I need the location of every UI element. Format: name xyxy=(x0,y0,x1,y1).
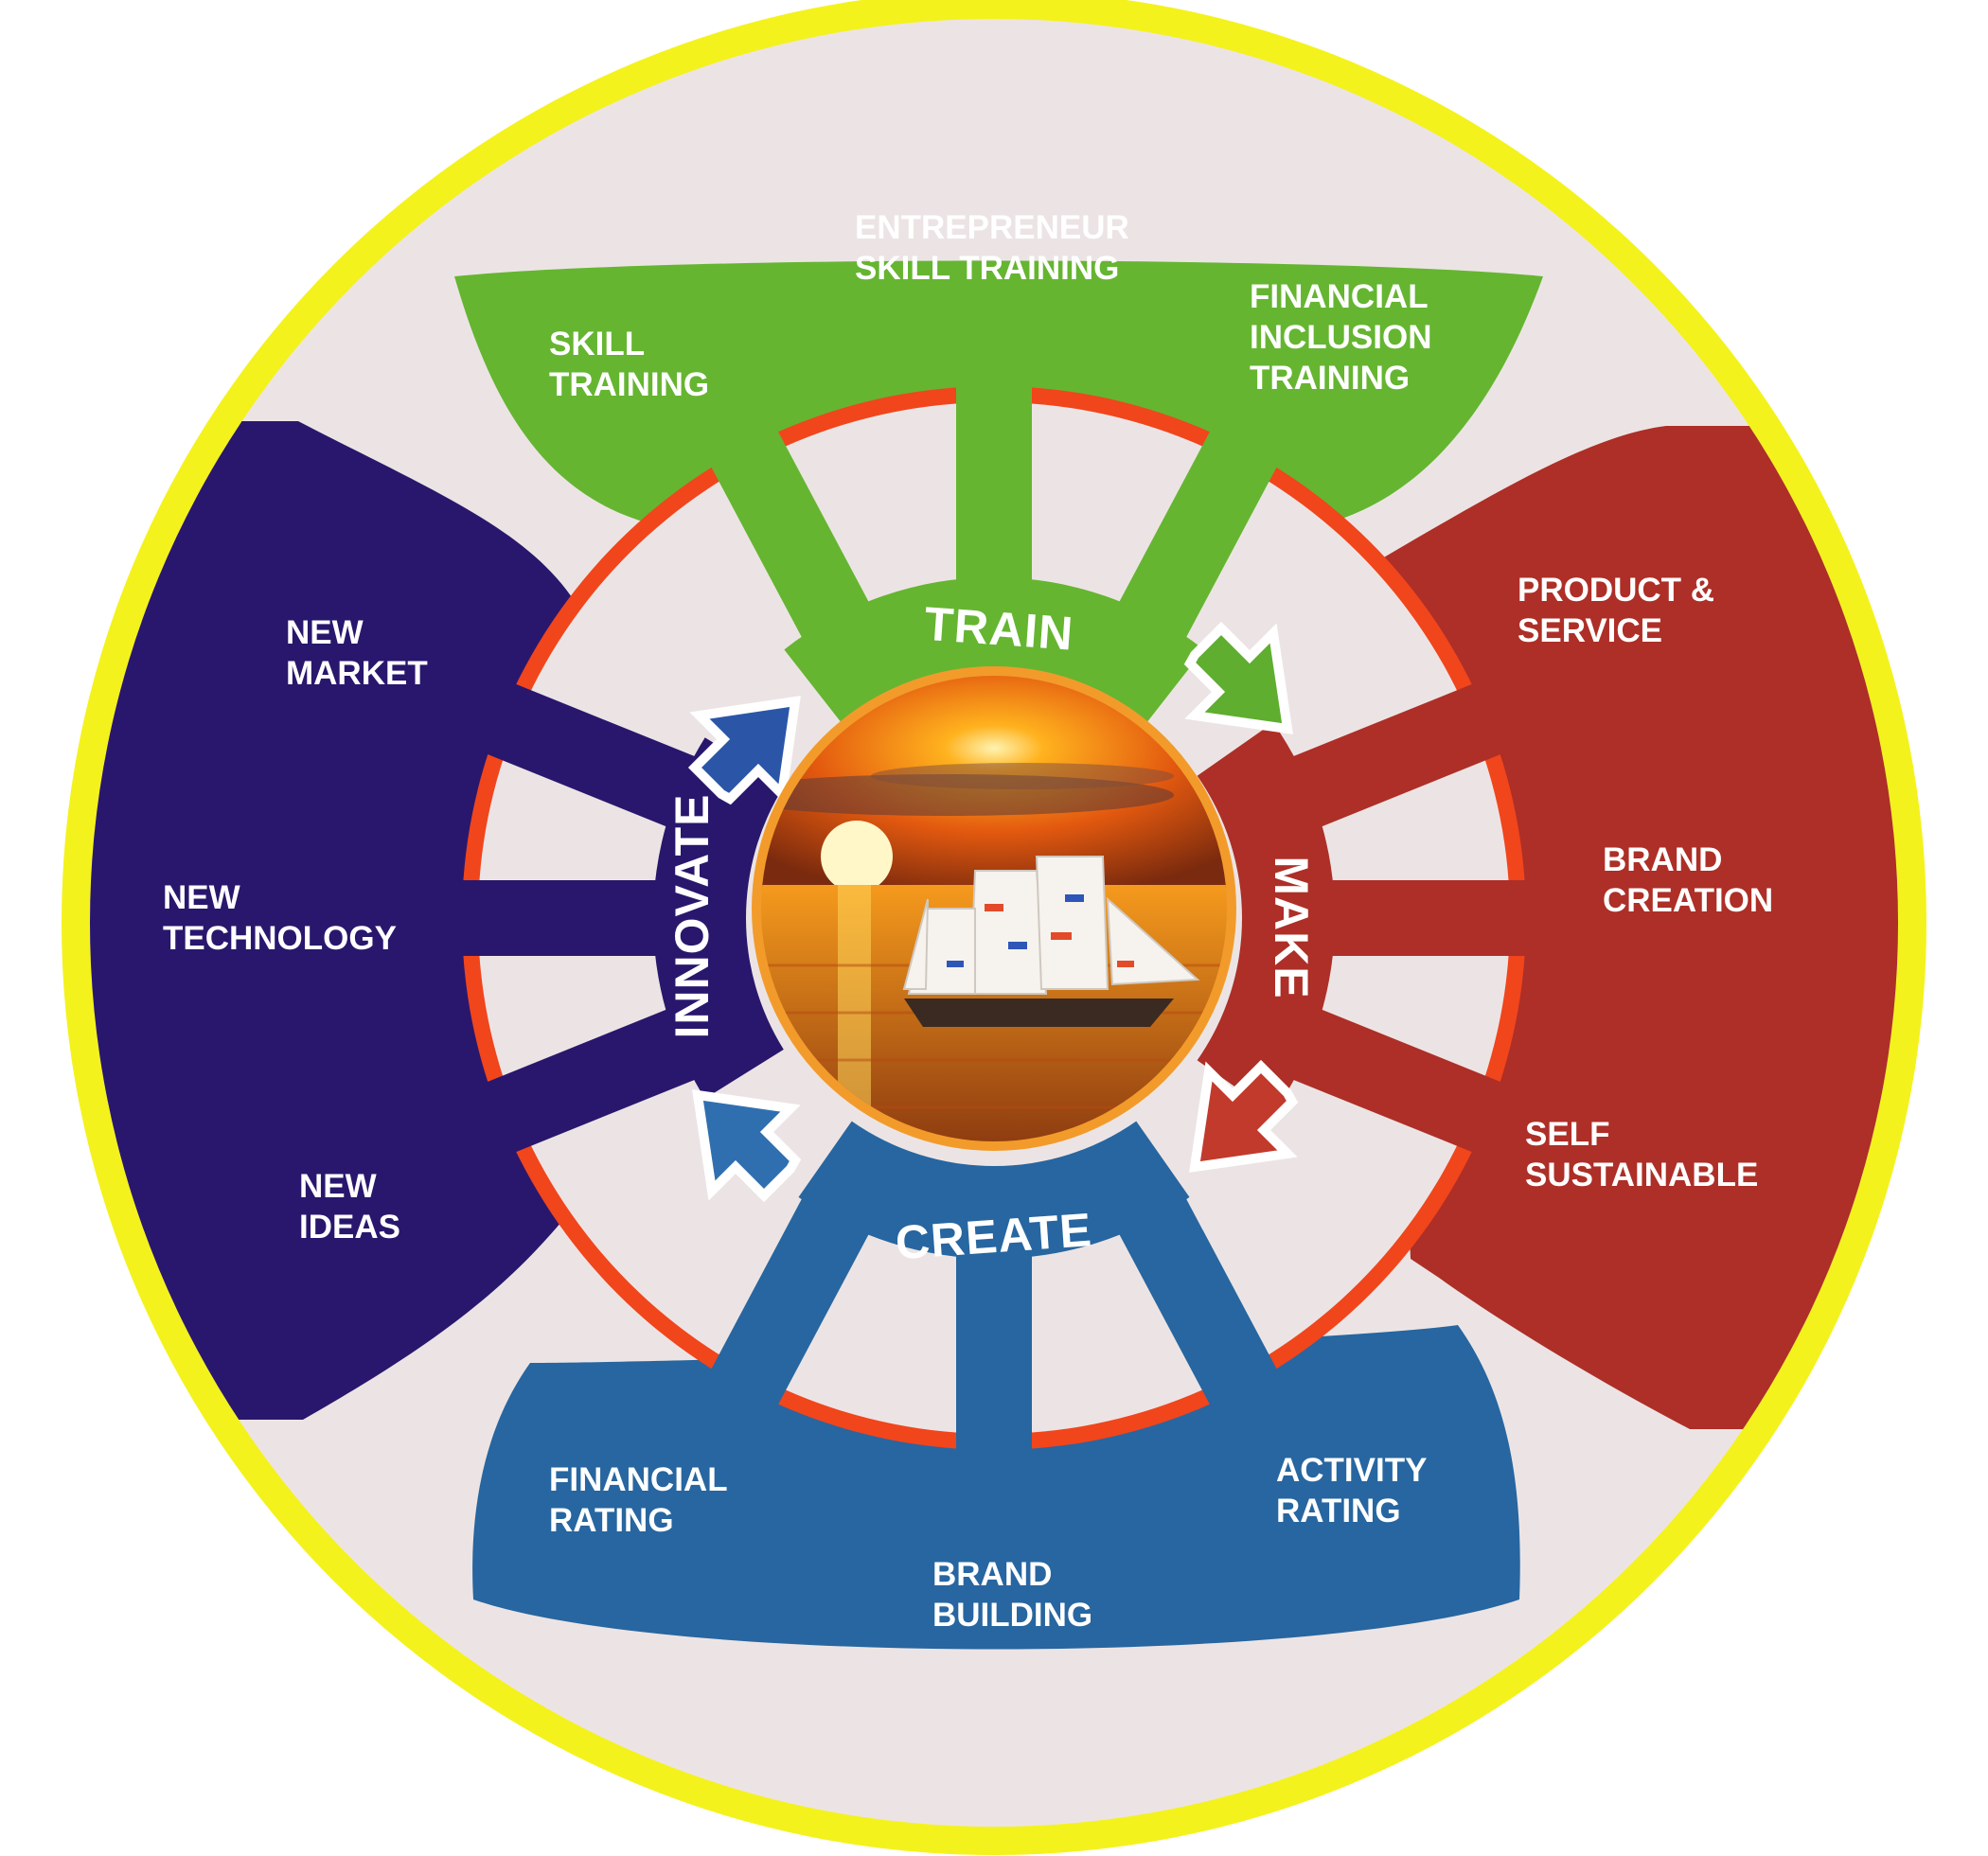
train-label: TRAIN xyxy=(923,597,1075,661)
make-hub-arc xyxy=(1197,722,1335,1114)
make-spoke xyxy=(1316,880,1543,956)
train-hub xyxy=(702,369,1286,723)
make-spoke xyxy=(1278,1003,1518,1159)
make-hub xyxy=(1197,677,1543,1159)
make-item-label: PRODUCT &SERVICE xyxy=(1518,572,1714,649)
arrow-create-to-innovate-icon xyxy=(692,1089,802,1203)
make-lobe xyxy=(1382,426,1898,1429)
innovate-spoke xyxy=(470,677,710,833)
train-spoke xyxy=(956,369,1032,596)
make-spoke xyxy=(1278,677,1518,833)
create-hub xyxy=(702,1121,1286,1467)
innovate-hub xyxy=(445,677,784,1159)
innovate-spoke xyxy=(445,880,672,956)
innovate-spoke xyxy=(470,1003,710,1159)
train-spoke xyxy=(1111,415,1286,652)
train-hub-arc xyxy=(784,577,1204,723)
flow-arrows xyxy=(687,621,1299,1203)
train-spoke xyxy=(702,415,877,652)
create-spoke xyxy=(1111,1184,1286,1421)
arrow-innovate-to-train-icon xyxy=(687,696,801,805)
create-spoke xyxy=(956,1240,1032,1467)
create-lobe xyxy=(472,1325,1520,1650)
create-hub-arc xyxy=(798,1121,1190,1259)
innovate-label: INNOVATE xyxy=(666,794,719,1039)
arrow-make-to-create-icon xyxy=(1189,1059,1299,1173)
innovate-hub-arc xyxy=(653,737,784,1099)
innovate-lobe xyxy=(90,421,577,1420)
arrow-train-to-make-icon xyxy=(1183,621,1293,734)
make-label: MAKE xyxy=(1265,856,1318,999)
create-spoke xyxy=(702,1184,877,1421)
